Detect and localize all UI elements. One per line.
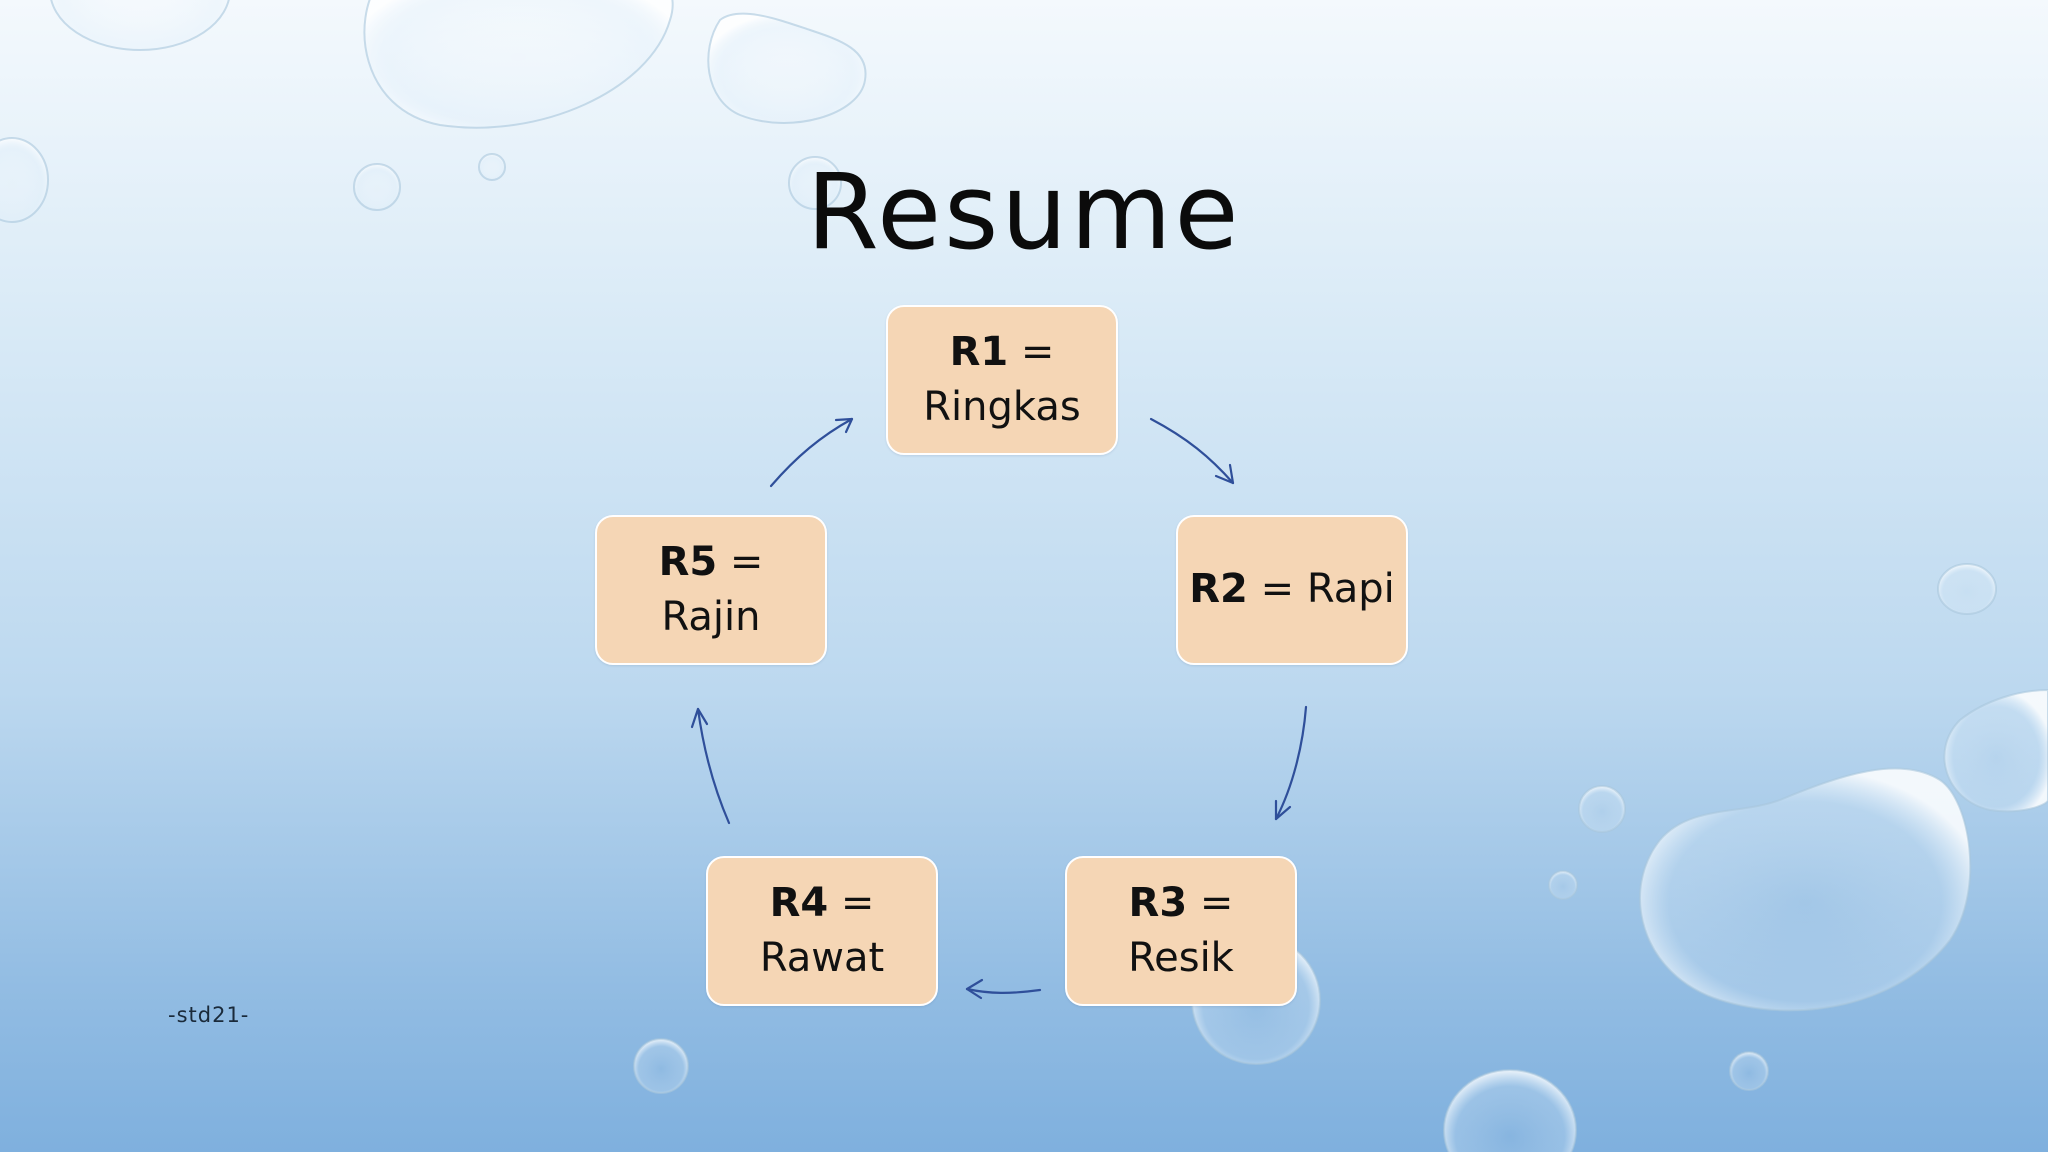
drop-3 [707,12,867,124]
arrow-r3-to-r4 [965,978,1042,1000]
drop-1 [50,0,230,51]
node-r3-equals: = [1199,879,1234,926]
node-r4-rawat: R4 = Rawat [706,856,938,1006]
node-r1-word: Ringkas [923,384,1081,430]
drop-5 [478,153,506,181]
drop-15 [1443,1069,1577,1152]
node-r2-rapi: R2 = Rapi [1176,515,1408,665]
arrow-r5-to-r1 [769,417,854,488]
drop-12 [1639,767,1972,1012]
drop-6 [788,156,842,210]
node-r5-rajin: R5 = Rajin [595,515,827,665]
node-r2-code: R2 [1189,566,1248,613]
drop-7 [0,137,49,223]
node-r2-word: Rapi [1306,566,1395,613]
node-r4-code: R4 [769,879,829,926]
node-r3-resik: R3 = Resik [1065,856,1297,1006]
drop-16 [1729,1051,1769,1091]
node-r5-equals: = [729,538,764,585]
node-r1-code: R1 [949,328,1009,375]
drop-10 [1578,785,1626,833]
drop-8 [1937,563,1997,615]
node-r4-equals: = [840,879,875,926]
arrow-r4-to-r5 [690,707,731,825]
node-r1-ringkas: R1 = Ringkas [886,305,1118,455]
node-r4-word: Rawat [759,935,885,981]
drop-14 [633,1038,689,1094]
node-r2-equals: = [1260,566,1295,613]
node-r3-code: R3 [1128,879,1188,926]
drop-9 [1943,688,2048,813]
arrow-r2-to-r3 [1274,705,1308,821]
drop-2 [363,0,674,129]
drop-4 [353,163,401,211]
slide-title: Resume [806,151,1242,273]
node-r3-word: Resik [1128,935,1234,981]
footer-text: -std21- [168,1003,250,1027]
node-r5-word: Rajin [661,594,761,640]
drop-11 [1548,870,1578,900]
node-r1-equals: = [1020,328,1055,375]
arrow-r1-to-r2 [1149,417,1235,485]
node-r5-code: R5 [658,538,718,585]
